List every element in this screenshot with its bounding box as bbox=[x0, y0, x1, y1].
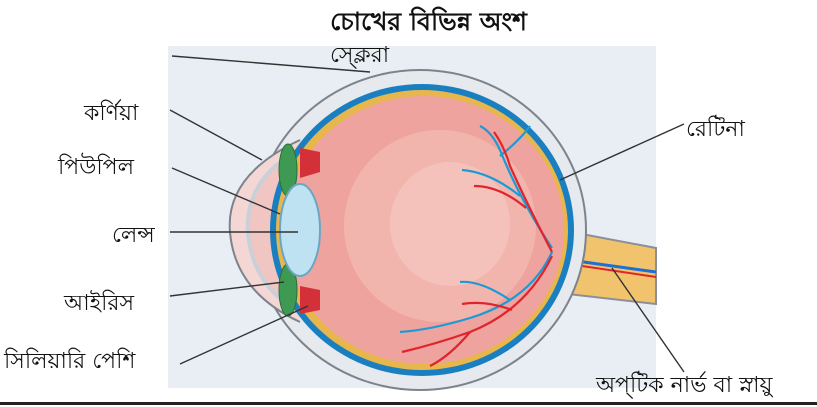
bottom-rule bbox=[0, 402, 817, 405]
lens bbox=[280, 184, 320, 276]
label-retina: রেটিনা bbox=[686, 112, 745, 149]
label-cornea: কর্ণিয়া bbox=[84, 96, 138, 133]
label-optic-nerve: অপ্‌টিক নার্ভ বা স্নায়ু bbox=[596, 368, 772, 405]
ciliary-muscle-bottom bbox=[300, 286, 320, 314]
label-ciliary-muscle: সিলিয়ারি পেশি bbox=[4, 344, 135, 381]
label-sclera: স্ক্লেরা bbox=[330, 38, 389, 75]
vitreous-highlight-inner bbox=[390, 162, 510, 286]
label-iris: আইরিস bbox=[64, 286, 134, 323]
label-pupil: পিউপিল bbox=[58, 150, 134, 187]
label-lens: লেন্স bbox=[112, 218, 155, 255]
